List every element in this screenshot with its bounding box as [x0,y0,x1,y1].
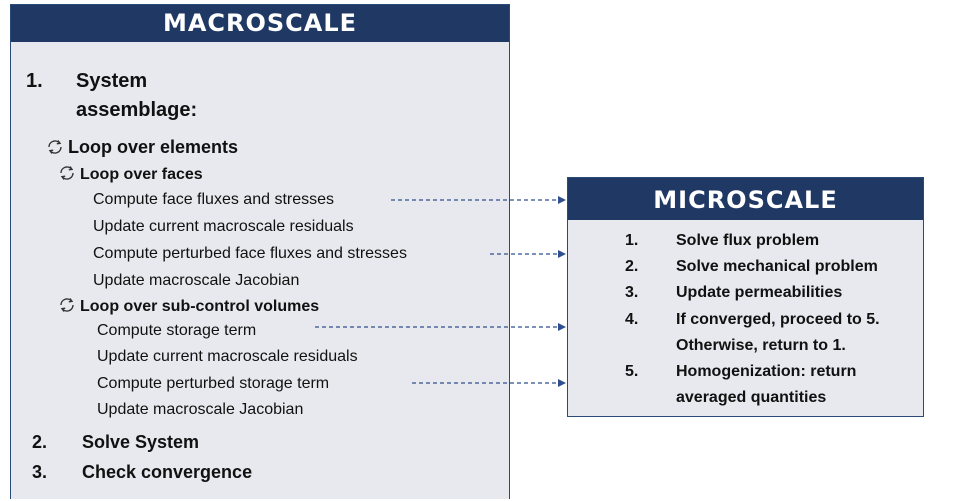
subcontrol-item: Compute storage term [97,322,257,339]
micro-step-text-cont: averaged quantities [676,389,827,406]
microscale-title: MICROSCALE [568,178,923,220]
micro-step-text: Solve mechanical problem [676,258,878,275]
loop-icon [48,140,62,154]
subcontrol-item: Update macroscale Jacobian [97,401,304,418]
micro-step-text: Solve flux problem [676,232,820,249]
loop-icon [60,166,74,180]
micro-step-text: Homogenization: return [676,363,857,380]
loop-subcontrol-row: Loop over sub-control volumes [58,296,319,316]
subcontrol-item: Compute perturbed storage term [97,375,330,392]
loop-faces-label: Loop over faces [80,166,203,183]
macroscale-panel: MACROSCALE [10,4,510,499]
step3-label: Check convergence [82,462,253,482]
micro-step-text: Update permeabilities [676,284,843,301]
macroscale-title: MACROSCALE [11,5,509,42]
subcontrol-item: Update current macroscale residuals [97,348,358,365]
face-item: Update macroscale Jacobian [93,272,300,289]
step2-number: 2. [32,432,48,452]
loop-subcontrol-label: Loop over sub-control volumes [80,298,320,315]
step1-label-line2: assemblage: [76,99,198,121]
loop-elements-label: Loop over elements [68,137,239,157]
loop-faces-row: Loop over faces [58,164,203,184]
microscale-panel: MICROSCALE [567,177,924,417]
loop-elements-row: Loop over elements [46,137,238,158]
micro-step-number: 2. [625,258,639,275]
face-item: Update current macroscale residuals [93,218,354,235]
face-item: Compute face fluxes and stresses [93,191,335,208]
step2-label: Solve System [82,432,200,452]
step1-label-line1: System [76,70,148,92]
micro-step-number: 5. [625,363,639,380]
micro-step-number: 4. [625,311,639,328]
micro-step-number: 1. [625,232,639,249]
micro-step-text: If converged, proceed to 5. [676,311,880,328]
step1-number: 1. [26,70,43,92]
face-item: Compute perturbed face fluxes and stress… [93,245,407,262]
loop-icon [60,298,74,312]
micro-step-number: 3. [625,284,639,301]
step3-number: 3. [32,462,48,482]
micro-step-text-cont: Otherwise, return to 1. [676,337,846,354]
